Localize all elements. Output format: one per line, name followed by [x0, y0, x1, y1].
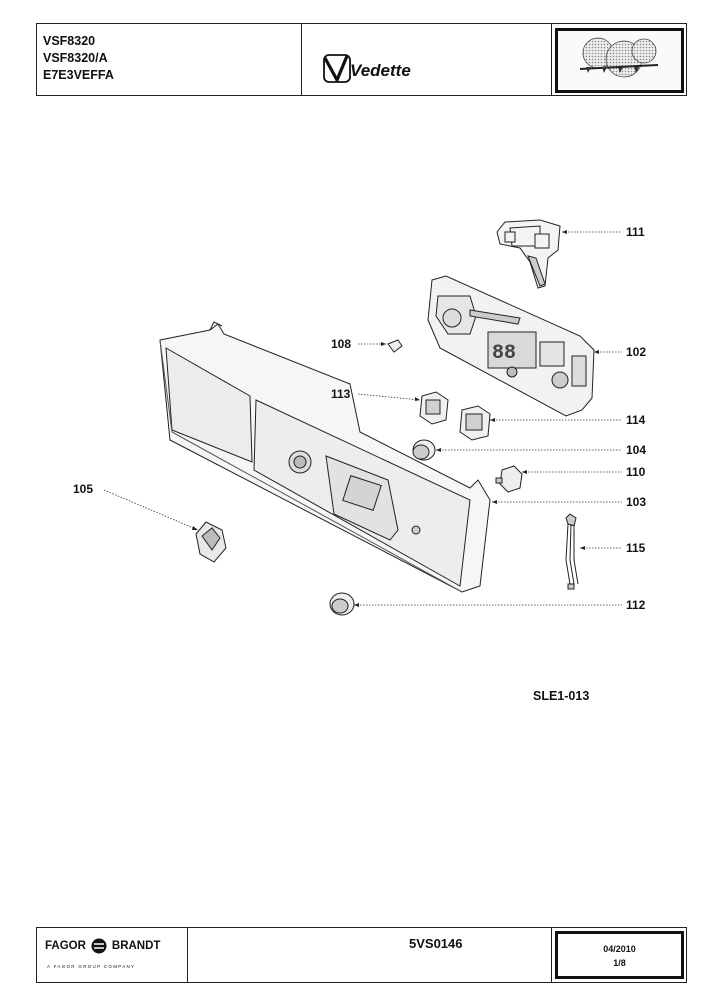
header-box: VSF8320 VSF8320/A E7E3VEFFA Vedette	[36, 23, 687, 96]
company-logo: FAGOR BRANDT A FAGOR GROUP COMPANY	[45, 938, 161, 969]
part-102-illustration: 88	[427, 275, 595, 417]
callout-108: 108	[331, 337, 351, 351]
callout-110: 110	[626, 465, 646, 479]
fagor-brandt-emblem-icon	[91, 938, 107, 954]
gears-icon	[579, 37, 659, 78]
part-111-illustration	[496, 219, 561, 289]
part-104-illustration	[412, 439, 436, 461]
callout-102: 102	[626, 345, 646, 359]
callout-105: 105	[73, 482, 93, 496]
document-number: 5VS0146	[409, 936, 463, 951]
leader-arrows	[192, 230, 599, 607]
svg-text:88: 88	[492, 342, 516, 365]
part-113-illustration	[419, 391, 449, 425]
callout-111: 111	[626, 225, 645, 239]
footer-divider	[187, 928, 188, 982]
header-divider	[301, 24, 302, 95]
date-page-box: 04/2010 1/8	[555, 931, 684, 979]
callout-114: 114	[626, 413, 646, 427]
part-108-illustration	[387, 339, 403, 353]
header-divider-right	[551, 24, 552, 95]
part-114-illustration	[459, 405, 491, 441]
footer-divider-right	[551, 928, 552, 982]
company-tagline: A FAGOR GROUP COMPANY	[47, 964, 136, 969]
part-103-illustration	[159, 321, 491, 593]
vedette-brand-logo: Vedette	[323, 54, 411, 83]
part-105-illustration	[195, 521, 227, 563]
gears-logo-image	[555, 28, 684, 93]
part-110-illustration	[495, 465, 523, 493]
callout-104: 104	[626, 443, 646, 457]
model-line: VSF8320/A	[43, 51, 108, 65]
page-number: 1/8	[613, 958, 626, 968]
part-112-illustration	[329, 592, 355, 616]
leader-lines	[103, 231, 622, 606]
callout-113: 113	[331, 387, 351, 401]
model-list: VSF8320 VSF8320/A E7E3VEFFA	[43, 33, 114, 84]
footer-box: FAGOR BRANDT A FAGOR GROUP COMPANY 5VS01…	[36, 927, 687, 983]
callout-103: 103	[626, 495, 646, 509]
model-line: VSF8320	[43, 34, 96, 48]
part-115-illustration	[565, 513, 579, 590]
company-name-left: FAGOR	[45, 940, 86, 952]
company-name-right: BRANDT	[111, 940, 161, 952]
brand-text: Vedette	[350, 61, 411, 80]
model-line: E7E3VEFFA	[43, 68, 114, 82]
diagram-code: SLE1-013	[533, 689, 590, 703]
document-date: 04/2010	[603, 944, 636, 954]
callout-115: 115	[626, 541, 646, 555]
callout-112: 112	[626, 598, 646, 612]
